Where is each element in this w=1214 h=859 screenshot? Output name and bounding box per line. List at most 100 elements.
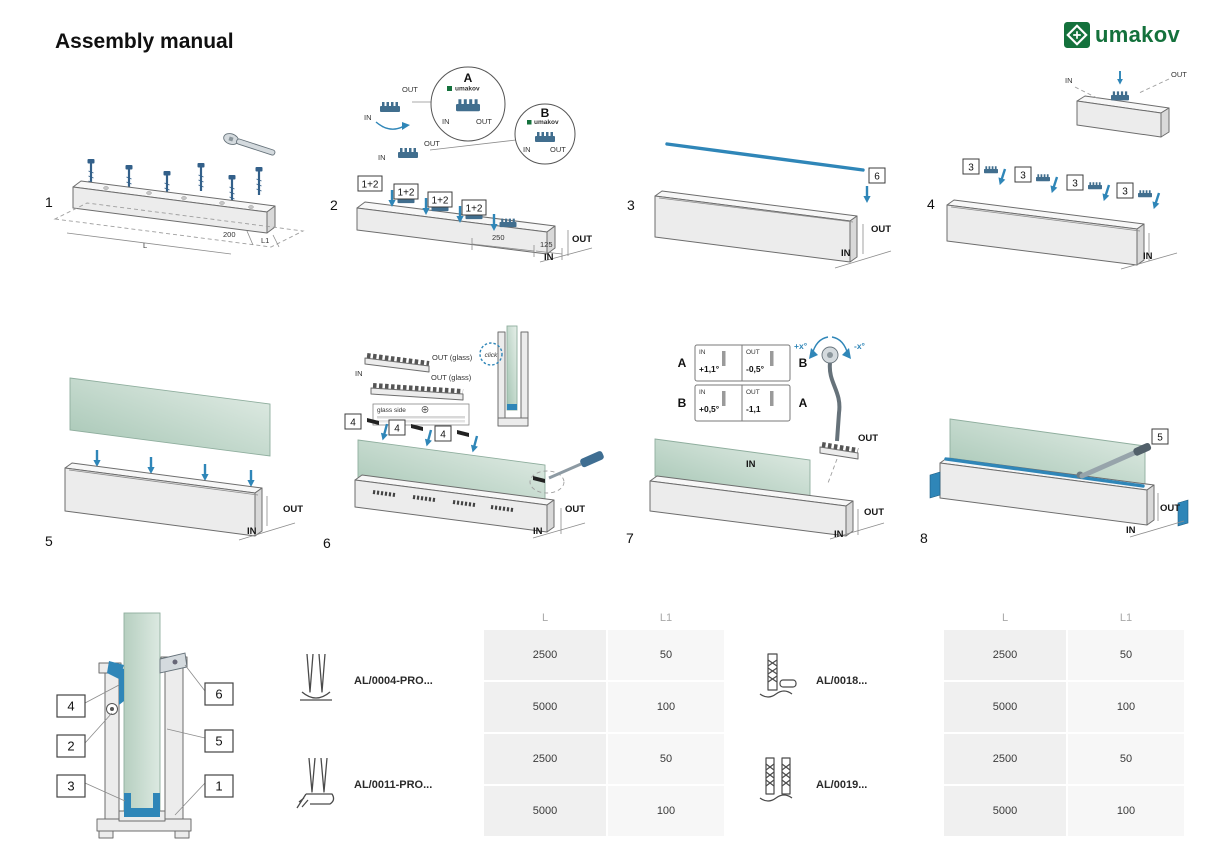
out-glass-label: OUT (glass) [431,373,472,382]
brand-small: umakov [455,86,480,93]
adjustment-tool: +x° -x° OUT [794,336,878,484]
dim-200-label: 200 [223,230,236,239]
callout-4: 4 [56,694,86,718]
part-label-2: 3 [1014,166,1032,183]
step-6: OUT (glass) IN OUT (glass) glass side [315,320,615,575]
svg-text:6: 6 [874,172,880,183]
svg-text:1+2: 1+2 [466,204,483,215]
floor-corner [1120,233,1178,270]
profile-end-detail: OUT IN [1065,70,1187,138]
row1-in-value: +1,1° [699,364,720,374]
step-3-illustration: 6 OUT IN 3 [627,142,891,269]
callout-5: 5 [204,729,234,753]
in-label: IN [378,153,386,162]
value-l: 2500 [944,630,1066,680]
step-8: 5 OUT IN 8 [912,325,1212,570]
plus-x-label: +x° [794,341,808,351]
step-number: 7 [626,530,634,546]
row2-in-value: +0,5° [699,404,720,414]
out-label: OUT [746,389,760,396]
svg-text:1+2: 1+2 [398,188,415,199]
in-label: IN [1126,525,1136,536]
in-label: IN [699,389,706,396]
out-label: OUT [864,507,884,518]
wedge-label-3: 4 [434,425,452,442]
base-profile [354,474,555,533]
svg-text:3: 3 [1072,179,1078,190]
out-label: OUT [1160,503,1180,514]
table-row: 5000 100 [280,786,724,836]
col-header-l1: L1 [1119,612,1133,624]
top-seal-strip [944,457,1145,488]
minus-x-label: -x° [854,341,866,351]
glass-side-chart: glass side [372,403,470,426]
out-label: OUT [402,85,418,94]
in-label: IN [355,369,363,378]
step-4-illustration: OUT IN 3 3 3 3 IN 4 [927,70,1187,270]
callout-6: 6 [204,682,234,706]
profile-cross-section: 4 6 2 5 3 1 [35,605,275,859]
rack-strip-2 [370,383,464,401]
letter-a: A [678,356,687,370]
page-title: Assembly manual [55,30,234,53]
in-label: IN [533,526,543,537]
cross-section-illustration: 4 6 2 5 3 1 [56,612,234,839]
product-name: AL/0011-PRO... [354,779,433,791]
out-label: OUT [565,504,585,515]
wedge-label-2: 4 [388,419,406,436]
svg-text:3: 3 [67,779,74,794]
row2-out-value: -1,1 [746,404,761,414]
in-label: IN [442,117,450,126]
letter-a: A [799,396,808,410]
product-icon-al0019 [742,734,814,836]
svg-text:4: 4 [440,430,446,441]
callout-2: 2 [56,734,86,758]
part-label-6: 6 [868,167,886,184]
step-8-illustration: 5 OUT IN 8 [920,418,1189,546]
value-l: 5000 [484,786,606,836]
table-row: AL/0019... 2500 50 [742,734,1184,802]
dimensions: 250 125 [471,233,563,260]
step-4: OUT IN 3 3 3 3 IN 4 [915,55,1210,295]
spec-table-2: L L1 AL/0018... 2500 50 [740,606,1184,838]
svg-text:6: 6 [215,687,222,702]
in-label: IN [834,529,844,540]
in-label: IN [1065,76,1073,85]
value-l1: 50 [1068,734,1184,784]
dim-250-label: 250 [492,233,505,242]
svg-text:3: 3 [968,163,974,174]
glass-section [123,612,161,812]
dim-l1-label: L1 [261,236,269,245]
svg-text:3: 3 [1020,171,1026,182]
wedge-label-1: 4 [344,413,362,430]
step-number: 8 [920,530,928,546]
value-l1: 100 [1068,682,1184,732]
step-5: OUT IN 5 [35,320,315,570]
product-name: AL/0004-PRO... [354,675,433,687]
ratchet-tool [223,133,276,156]
product-name: AL/0019... [816,779,868,791]
in-label: IN [841,248,851,259]
step-3: 6 OUT IN 3 [615,58,910,298]
table-row: AL/0011-PRO... 2500 50 [280,734,724,808]
svg-text:3: 3 [1122,187,1128,198]
in-label: IN [544,252,554,263]
in-label: IN [1143,251,1153,262]
base-profile [946,199,1145,266]
product-name: AL/0018... [816,675,868,687]
base-profile [356,201,556,255]
value-l1: 50 [1068,630,1184,680]
roller-tool [1076,442,1152,479]
svg-text:1+2: 1+2 [432,196,449,207]
out-label: OUT [858,433,878,444]
mounting-plate-outline [53,202,305,248]
part-label-1: 3 [962,158,980,175]
svg-text:4: 4 [394,424,400,435]
table-row: 5000 100 [280,682,724,732]
letter-b: B [678,396,687,410]
floor-corner [238,496,296,541]
table-row: AL/0004-PRO... 2500 50 [280,630,724,701]
brand-logo: umakov [1064,22,1180,48]
svg-text:5: 5 [215,734,222,749]
